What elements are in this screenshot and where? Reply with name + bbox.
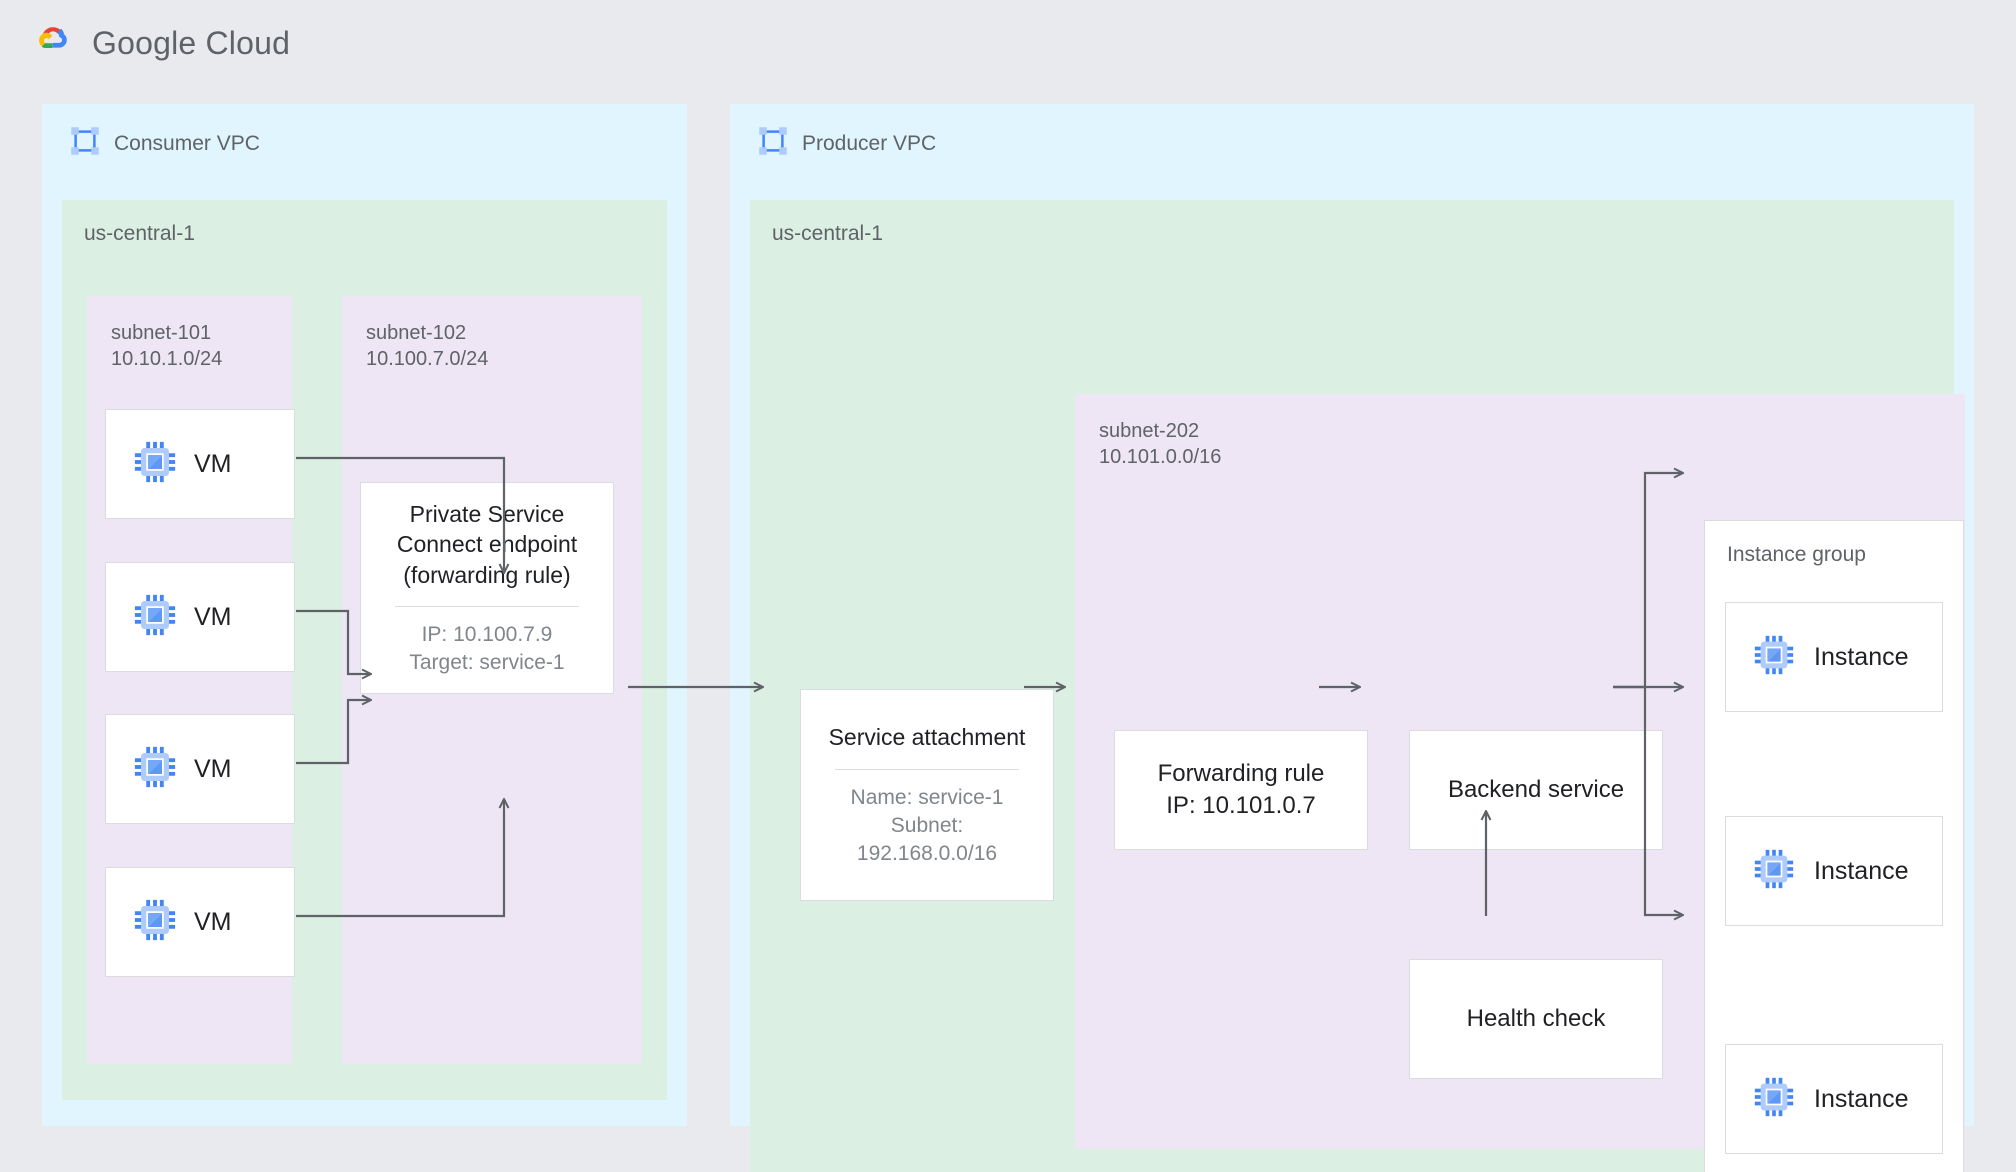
producer-vpc-title: Producer VPC [802, 131, 937, 155]
vm-label-3: VM [194, 754, 232, 783]
subnet-102-container: subnet-102 10.100.7.0/24 Private Service… [342, 296, 642, 1064]
vm-label-1: VM [194, 449, 232, 478]
google-cloud-logo-icon [30, 22, 76, 65]
consumer-vpc-title: Consumer VPC [114, 131, 260, 155]
consumer-region-label: us-central-1 [84, 222, 195, 245]
subnet-102-label: subnet-102 10.100.7.0/24 [366, 322, 489, 371]
health-check-title: Health check [1466, 1004, 1606, 1032]
vm-chip-icon [134, 441, 176, 488]
vm-chip-icon [1754, 635, 1794, 680]
service-attachment-divider [834, 768, 1020, 770]
vm-chip-icon [134, 899, 176, 946]
backend-service-title: Backend service [1447, 775, 1625, 803]
backend-service-node[interactable]: Backend service [1409, 730, 1663, 850]
forwarding-rule-node[interactable]: Forwarding rule IP: 10.101.0.7 [1114, 730, 1368, 850]
vm-label-4: VM [194, 907, 232, 936]
vm-chip-icon [134, 594, 176, 641]
instance-node-1[interactable]: Instance [1725, 602, 1943, 712]
vm-label-2: VM [194, 602, 232, 631]
vm-node-1[interactable]: VM [105, 409, 295, 519]
consumer-region-container: us-central-1 subnet-101 10.10.1.0/24 [62, 200, 667, 1100]
psc-endpoint-divider [394, 606, 580, 608]
brand-label: Google Cloud [92, 25, 291, 61]
vm-node-4[interactable]: VM [105, 867, 295, 977]
vm-chip-icon [1754, 1077, 1794, 1122]
health-check-node[interactable]: Health check [1409, 959, 1663, 1079]
forwarding-rule-title: Forwarding rule IP: 10.101.0.7 [1157, 759, 1325, 819]
psc-endpoint-title: Private Service Connect endpoint (forwar… [396, 500, 578, 588]
instance-node-3[interactable]: Instance [1725, 1044, 1943, 1154]
psc-endpoint-node[interactable]: Private Service Connect endpoint (forwar… [360, 482, 614, 694]
instance-group-container: Instance group [1704, 520, 1964, 1172]
vm-node-3[interactable]: VM [105, 714, 295, 824]
psc-endpoint-details: IP: 10.100.7.9 Target: service-1 [409, 623, 565, 675]
vm-chip-icon [1754, 849, 1794, 894]
consumer-vpc-container: Consumer VPC us-central-1 subnet-101 10.… [42, 104, 687, 1126]
vm-chip-icon [134, 746, 176, 793]
service-attachment-title: Service attachment [828, 724, 1026, 751]
instance-node-2[interactable]: Instance [1725, 816, 1943, 926]
subnet-202-container: subnet-202 10.101.0.0/16 Forwarding rule… [1075, 394, 1965, 1172]
vpc-network-icon [758, 126, 788, 161]
instance-group-label: Instance group [1727, 543, 1866, 566]
subnet-101-container: subnet-101 10.10.1.0/24 [87, 296, 295, 1064]
subnet-202-label: subnet-202 10.101.0.0/16 [1099, 420, 1222, 469]
instance-label-3: Instance [1814, 1084, 1909, 1113]
producer-region-label: us-central-1 [772, 222, 883, 245]
producer-vpc-header: Producer VPC [758, 126, 936, 161]
instance-label-2: Instance [1814, 856, 1909, 885]
producer-region-container: us-central-1 Service attachment Name: se… [750, 200, 1965, 1172]
vm-node-2[interactable]: VM [105, 562, 295, 672]
producer-vpc-container: Producer VPC us-central-1 Service attach… [730, 104, 1974, 1172]
vpc-network-icon [70, 126, 100, 161]
consumer-vpc-header: Consumer VPC [70, 126, 260, 161]
instance-label-1: Instance [1814, 642, 1909, 671]
subnet-101-label: subnet-101 10.10.1.0/24 [111, 322, 223, 371]
service-attachment-node[interactable]: Service attachment Name: service-1 Subne… [800, 689, 1054, 901]
service-attachment-details: Name: service-1 Subnet: 192.168.0.0/16 [850, 785, 1004, 865]
google-cloud-brand: Google Cloud [30, 22, 290, 65]
